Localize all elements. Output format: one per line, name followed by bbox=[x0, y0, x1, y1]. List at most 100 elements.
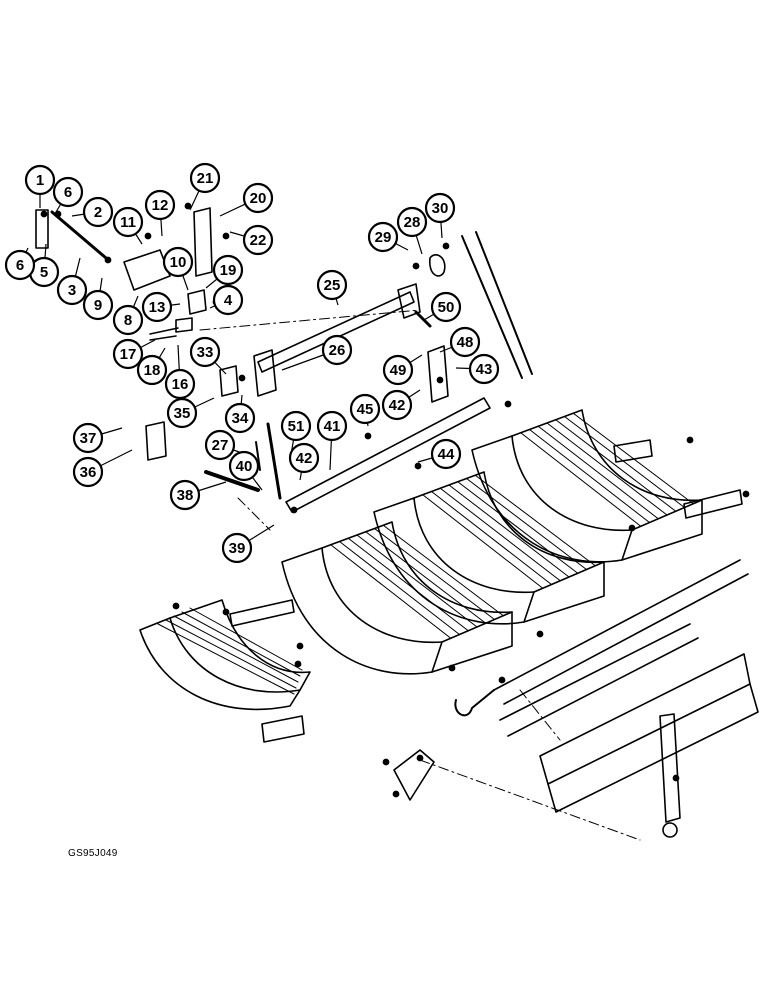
callout-circle bbox=[349, 393, 381, 425]
hardware-dot bbox=[442, 242, 450, 250]
center-line bbox=[237, 497, 271, 531]
part-line bbox=[461, 235, 523, 379]
part-shape bbox=[255, 441, 261, 471]
callout-number: 2 bbox=[94, 204, 102, 221]
callout-circle bbox=[316, 269, 348, 301]
part-line bbox=[431, 491, 552, 585]
callout-circle bbox=[136, 354, 168, 386]
callout-number: 4 bbox=[224, 292, 233, 309]
hardware-dot bbox=[222, 608, 230, 616]
callout-circle bbox=[382, 354, 414, 386]
part-line bbox=[374, 528, 495, 620]
callout-number: 3 bbox=[68, 282, 76, 299]
hardware-dot bbox=[498, 676, 506, 684]
callout-number: 8 bbox=[124, 312, 132, 329]
callout-circle bbox=[449, 326, 481, 358]
callout-number: 36 bbox=[80, 464, 97, 481]
callout-balloon: 2 bbox=[82, 196, 114, 228]
part-line bbox=[422, 494, 544, 589]
part-shape bbox=[662, 822, 678, 838]
callout-number: 6 bbox=[64, 184, 72, 201]
callout-circle bbox=[82, 196, 114, 228]
hardware-dot bbox=[54, 210, 62, 218]
drawing-code: GS95J049 bbox=[68, 848, 118, 859]
callout-balloon: 25 bbox=[316, 269, 348, 301]
callout-circle bbox=[430, 291, 462, 323]
part-line bbox=[356, 534, 478, 628]
part-shape bbox=[373, 497, 535, 625]
callout-circle bbox=[280, 410, 312, 442]
callout-balloon: 12 bbox=[144, 189, 176, 221]
callout-balloon: 19 bbox=[212, 254, 244, 286]
part-line bbox=[537, 425, 659, 520]
part-shape bbox=[397, 283, 421, 319]
part-shape bbox=[35, 209, 49, 249]
hardware-dot bbox=[296, 642, 304, 650]
callout-balloon: 48 bbox=[449, 326, 481, 358]
part-shape bbox=[145, 421, 167, 461]
hardware-dot bbox=[686, 436, 694, 444]
callout-circle bbox=[242, 182, 274, 214]
hardware-dot bbox=[392, 790, 400, 798]
hardware-dot bbox=[628, 524, 636, 532]
callout-circle bbox=[141, 291, 173, 323]
part-line bbox=[564, 416, 685, 508]
part-shape bbox=[523, 561, 605, 623]
callout-balloon: 13 bbox=[141, 291, 173, 323]
hardware-dot bbox=[536, 630, 544, 638]
hardware-dot bbox=[382, 758, 390, 766]
part-shape bbox=[499, 623, 691, 721]
callout-balloon: 11 bbox=[112, 206, 144, 238]
part-line bbox=[382, 524, 504, 617]
part-line bbox=[149, 327, 179, 335]
hardware-dot bbox=[294, 660, 302, 668]
callout-number: 12 bbox=[152, 197, 169, 214]
callout-balloon: 6 bbox=[4, 249, 36, 281]
hardware-dot bbox=[412, 262, 420, 270]
callout-circle bbox=[82, 289, 114, 321]
part-shape bbox=[169, 599, 311, 691]
callout-number: 39 bbox=[229, 540, 246, 557]
callout-circle bbox=[381, 389, 413, 421]
part-line bbox=[466, 478, 587, 570]
part-shape bbox=[683, 489, 743, 519]
center-line bbox=[519, 689, 561, 741]
part-shape bbox=[659, 713, 681, 823]
callout-balloon: 40 bbox=[228, 450, 260, 482]
callout-balloon: 6 bbox=[52, 176, 84, 208]
callout-circle bbox=[24, 164, 56, 196]
part-line bbox=[365, 531, 487, 624]
callout-number: 19 bbox=[220, 262, 237, 279]
part-line bbox=[165, 619, 297, 689]
part-shape bbox=[139, 617, 301, 711]
part-line bbox=[457, 481, 579, 574]
part-line bbox=[555, 419, 677, 512]
callout-circle bbox=[367, 221, 399, 253]
callout-number: 48 bbox=[457, 334, 474, 351]
callout-number: 20 bbox=[250, 190, 267, 207]
callout-circle bbox=[242, 224, 274, 256]
part-shape bbox=[507, 637, 699, 737]
callout-number: 22 bbox=[250, 232, 267, 249]
part-shape bbox=[266, 422, 282, 500]
hardware-dot bbox=[448, 664, 456, 672]
callout-balloon: 42 bbox=[288, 442, 320, 474]
callout-balloon: 36 bbox=[72, 456, 104, 488]
part-line bbox=[330, 544, 452, 639]
part-shape bbox=[429, 254, 446, 277]
callout-balloons: 1234566891011121316171819202122252627282… bbox=[4, 162, 500, 564]
callout-number: 33 bbox=[197, 344, 214, 361]
part-line bbox=[347, 537, 469, 632]
part-shape bbox=[503, 573, 749, 705]
callout-balloon: 22 bbox=[242, 224, 274, 256]
callout-circle bbox=[316, 410, 348, 442]
callout-circle bbox=[212, 284, 244, 316]
callout-balloon: 44 bbox=[430, 438, 462, 470]
callout-balloon: 42 bbox=[381, 389, 413, 421]
callout-balloon: 9 bbox=[82, 289, 114, 321]
callout-balloon: 39 bbox=[221, 532, 253, 564]
callout-number: 26 bbox=[329, 342, 346, 359]
callout-circle bbox=[72, 422, 104, 454]
part-line bbox=[181, 611, 301, 677]
callout-circle bbox=[52, 176, 84, 208]
